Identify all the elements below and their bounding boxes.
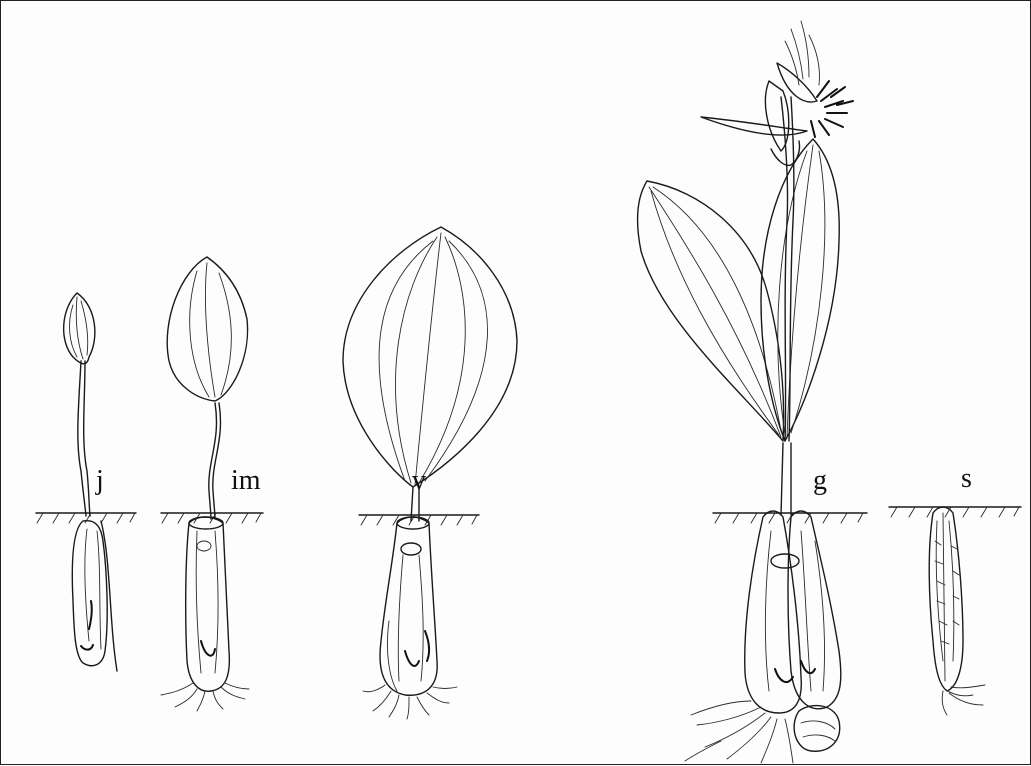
stage-label-g: g: [813, 467, 827, 495]
plant-senile: [889, 507, 1021, 715]
stage-label-j: j: [96, 467, 104, 495]
leaf-im: [167, 257, 247, 401]
stage-label-im: im: [231, 467, 261, 495]
plant-vegetative: [343, 227, 517, 719]
leaf-v: [343, 227, 517, 487]
leaf-g-right: [761, 139, 839, 441]
leaf-j: [64, 293, 95, 364]
flower: [701, 21, 853, 165]
roots-g: [685, 701, 793, 763]
plant-juvenile: [36, 293, 136, 671]
plant-generative: [638, 21, 867, 763]
stage-label-v: v: [412, 467, 426, 495]
tuber-im: [186, 517, 230, 691]
tuber-j: [72, 521, 107, 666]
stage-label-s: s: [961, 465, 972, 493]
soil-line-s: [889, 507, 1021, 517]
roots-v: [363, 685, 457, 719]
tuber-s: [929, 507, 963, 691]
roots-im: [161, 683, 249, 711]
